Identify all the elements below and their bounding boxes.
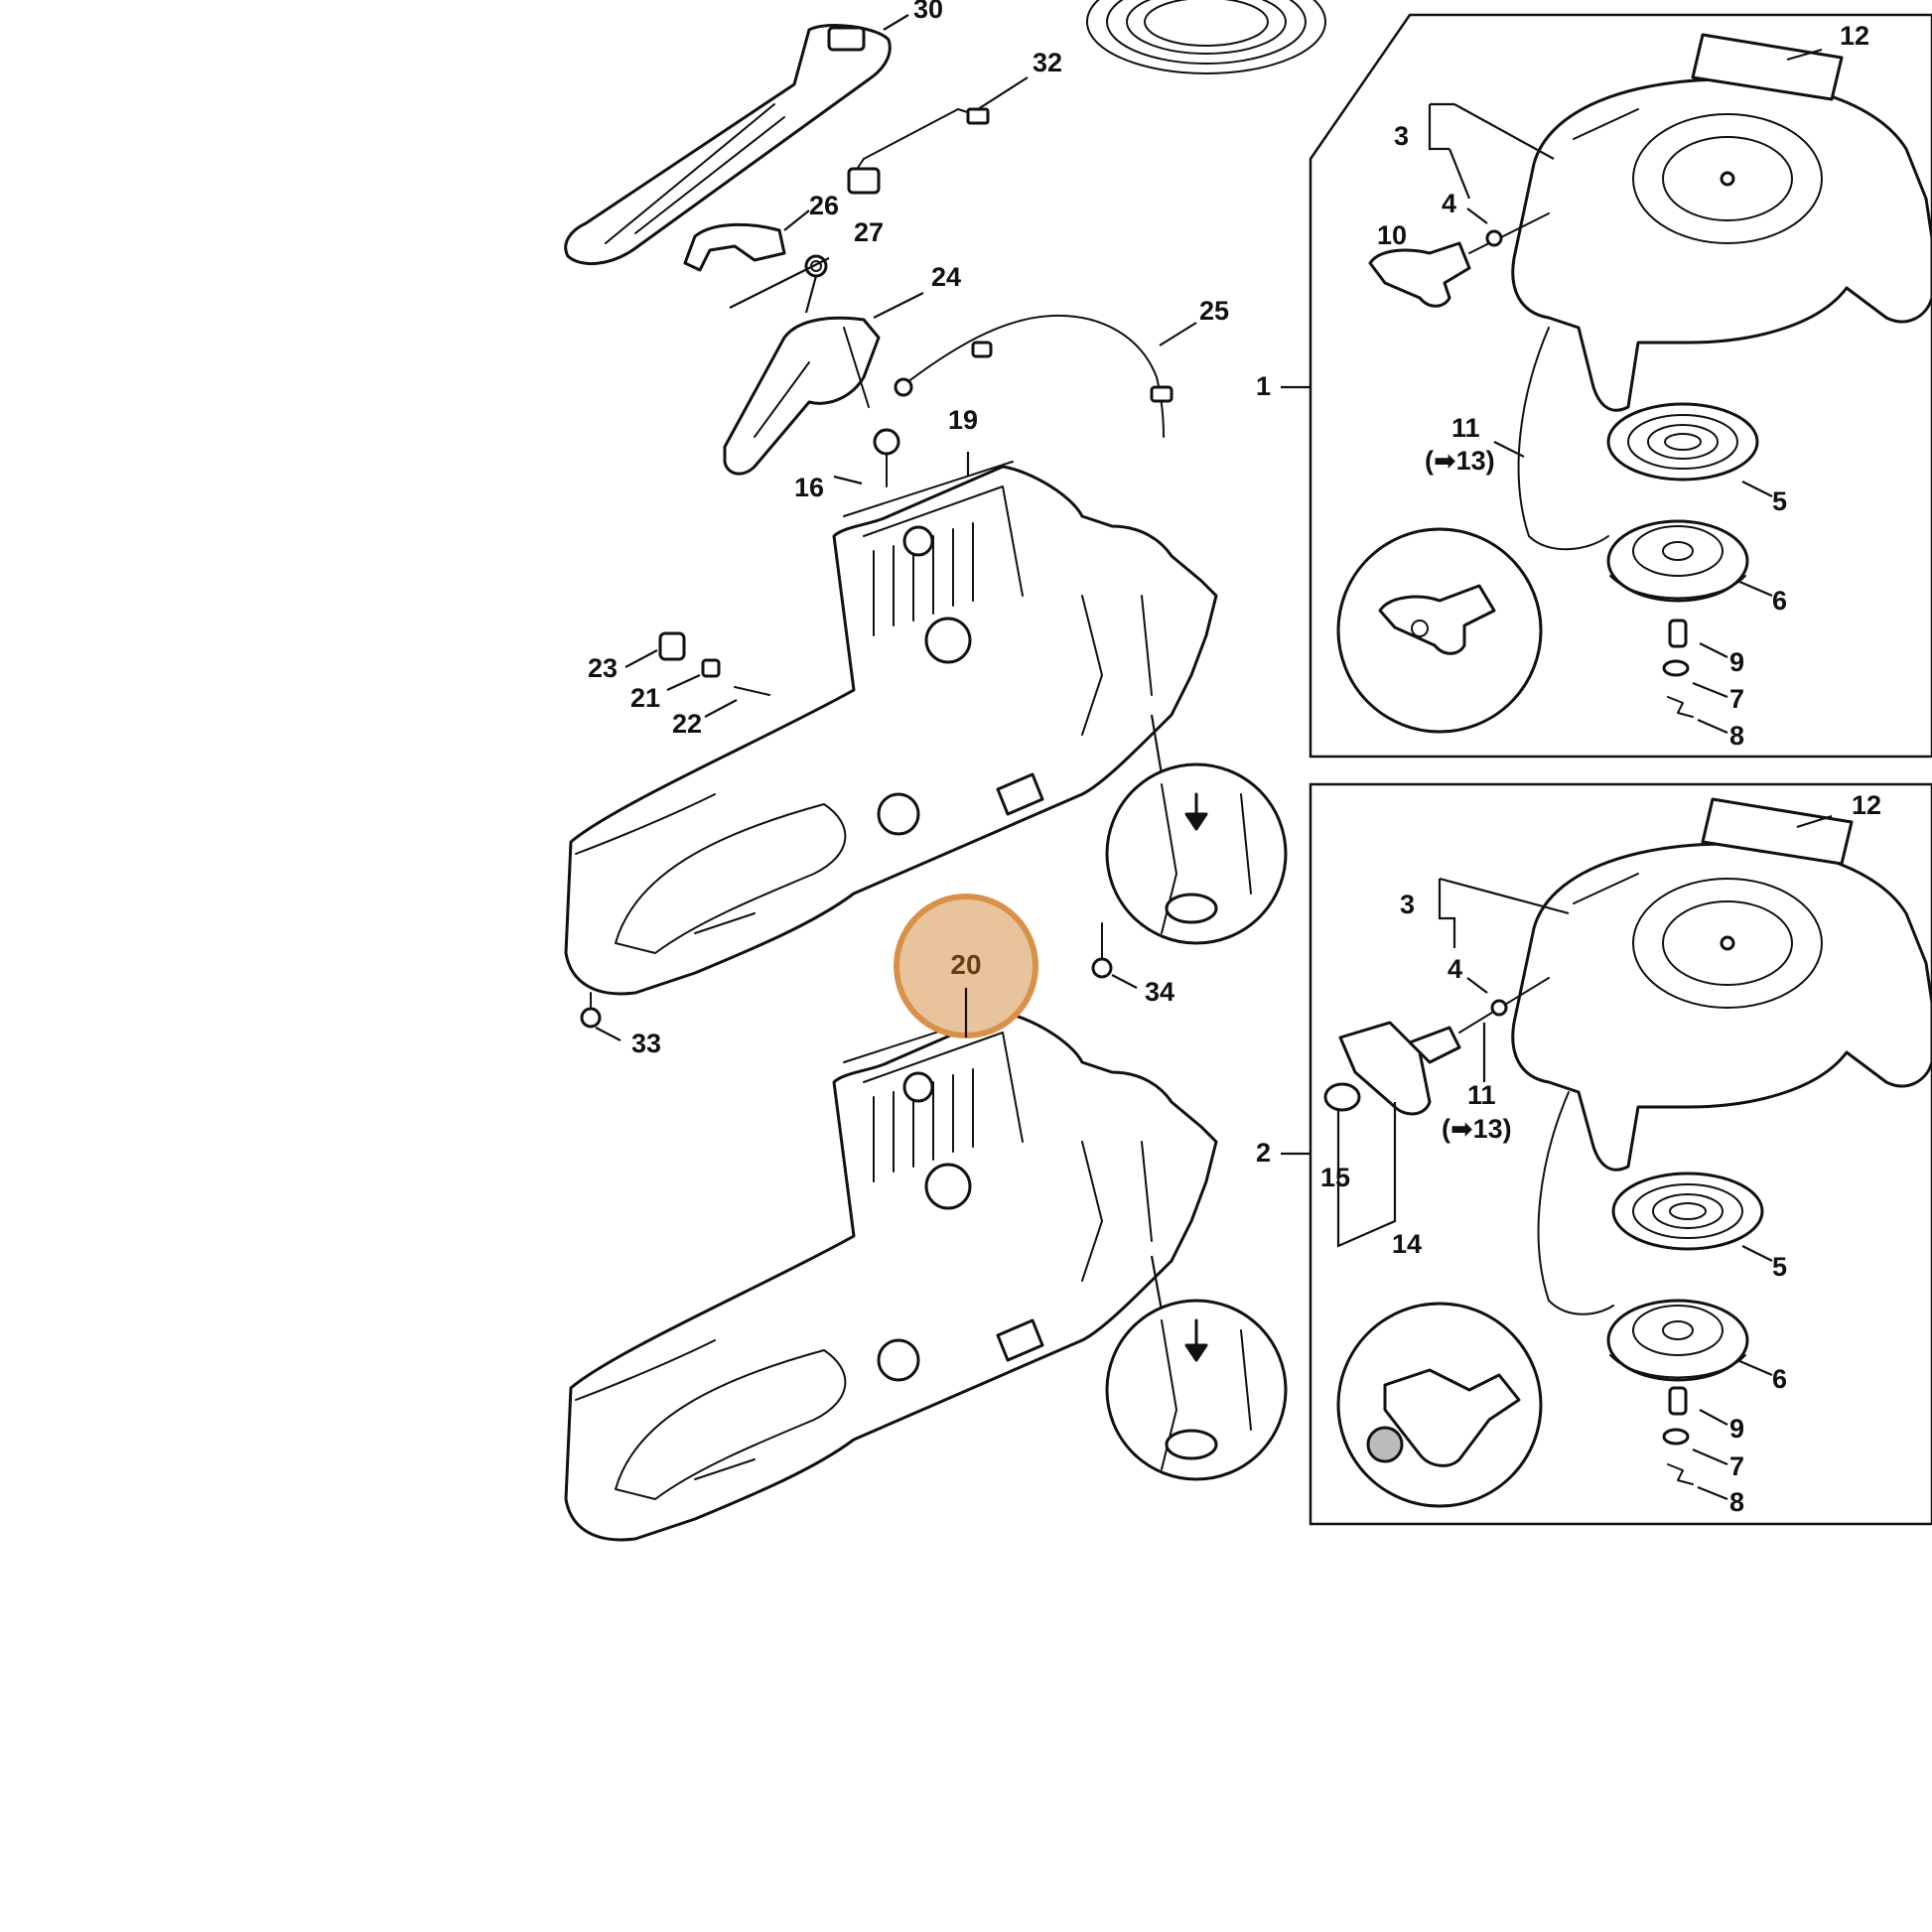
label-7a: 7 (1729, 684, 1744, 714)
starter-frame-1 (1281, 13, 1932, 759)
label-27: 27 (854, 217, 884, 247)
label-6a: 6 (1772, 586, 1787, 616)
screw-16 (873, 428, 900, 487)
label-13b: (➡13) (1442, 1114, 1512, 1144)
screw-33 (580, 992, 602, 1029)
grip-cover-part (564, 23, 892, 266)
label-9a: 9 (1729, 647, 1744, 677)
highlight-marker-20[interactable]: 20 (894, 894, 1038, 1038)
label-4a: 4 (1442, 189, 1456, 218)
label-16: 16 (794, 473, 824, 502)
starter-grip-10 (1368, 212, 1550, 308)
clip-part-26 (683, 222, 786, 272)
label-5a: 5 (1772, 486, 1787, 516)
throttle-cable-25 (894, 314, 1173, 438)
label-33: 33 (631, 1029, 661, 1058)
grip-detail-circle-a (1336, 527, 1543, 734)
throttle-trigger-24 (723, 316, 881, 476)
wire-part-32 (847, 107, 990, 195)
label-34: 34 (1145, 977, 1174, 1007)
label-12b: 12 (1852, 790, 1881, 820)
label-6b: 6 (1772, 1364, 1787, 1394)
spring-part-27 (804, 254, 828, 278)
small-parts-9-7-8a (1662, 619, 1694, 718)
label-8a: 8 (1729, 721, 1744, 751)
rope-11a (1517, 327, 1609, 551)
label-30: 30 (913, 0, 943, 24)
detail-circle-upper (1105, 714, 1288, 945)
label-21: 21 (630, 683, 660, 713)
detail-circle-lower (1105, 1255, 1288, 1481)
rope-11b (1537, 1091, 1614, 1315)
warning-label-12a (1691, 33, 1844, 101)
label-22: 22 (672, 709, 702, 739)
label-2: 2 (1256, 1138, 1271, 1168)
starter-grip-14 (1338, 977, 1550, 1116)
label-23: 23 (588, 653, 618, 683)
label-1: 1 (1256, 371, 1271, 401)
screw-34 (1091, 922, 1113, 979)
small-parts-9-7-8b (1662, 1386, 1694, 1485)
warning-label-12b (1701, 797, 1854, 866)
label-19: 19 (948, 405, 978, 435)
starter-frame-2 (1281, 782, 1932, 1526)
label-10: 10 (1377, 220, 1407, 250)
grip-detail-circle-b (1336, 1302, 1543, 1508)
label-4b: 4 (1448, 954, 1462, 984)
label-13a: (➡13) (1425, 446, 1495, 476)
label-32: 32 (1033, 48, 1062, 77)
rope-rotor-6b (1606, 1299, 1749, 1382)
label-7b: 7 (1729, 1451, 1744, 1481)
rope-rotor-6a (1606, 519, 1749, 603)
cap-15 (1323, 1082, 1361, 1112)
label-14: 14 (1392, 1229, 1422, 1259)
spring-5b (1611, 1172, 1764, 1251)
stud-23-21-22 (658, 631, 770, 696)
fan-cover-lower (1511, 842, 1932, 1172)
label-12a: 12 (1840, 21, 1869, 51)
label-11b: 11 (1467, 1080, 1496, 1110)
label-9b: 9 (1729, 1414, 1744, 1444)
label-3a: 3 (1394, 121, 1409, 151)
spiral-spring-top (1086, 0, 1326, 74)
label-5b: 5 (1772, 1252, 1787, 1282)
label-3b: 3 (1400, 890, 1415, 919)
label-11a: 11 (1451, 413, 1480, 443)
label-24: 24 (931, 262, 961, 292)
label-8b: 8 (1729, 1487, 1744, 1517)
leader-lines (595, 14, 1833, 1501)
housing-19 (564, 461, 1218, 996)
fan-cover-upper (1511, 77, 1932, 412)
highlight-label: 20 (950, 949, 981, 980)
part-labels: 30 32 26 27 24 25 19 16 23 21 22 33 34 1… (588, 0, 1881, 1517)
label-15: 15 (1320, 1163, 1350, 1192)
label-25: 25 (1199, 296, 1229, 326)
label-26: 26 (809, 191, 839, 220)
spring-5a (1606, 402, 1759, 482)
housing-20 (564, 1007, 1218, 1542)
